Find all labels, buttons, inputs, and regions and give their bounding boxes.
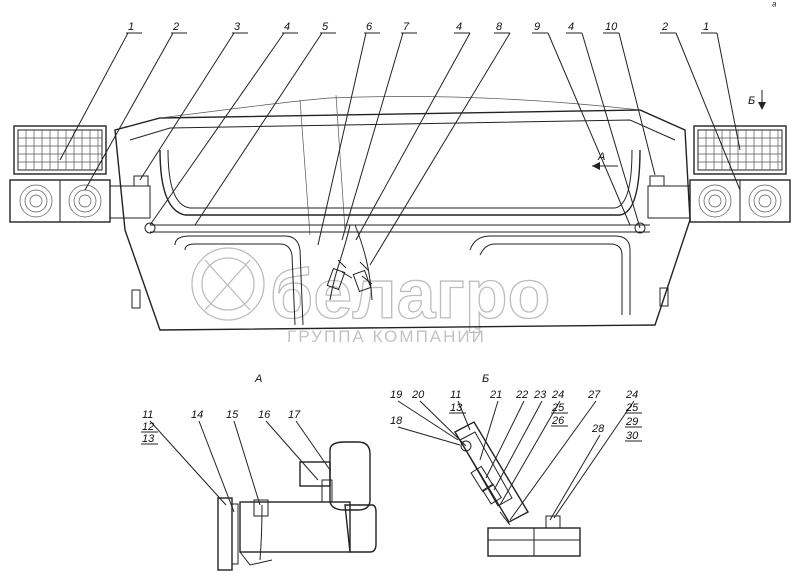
- callout-top-8-leader: [369, 32, 511, 266]
- top-callouts: 1 2 3 4 5 6 7 4 8 9 4 10 2 1: [59, 21, 741, 266]
- callout-top-3-leader: [149, 32, 285, 226]
- right-tail-lamp: [647, 175, 791, 223]
- callout-a-3-leader: [198, 420, 235, 513]
- callout-top-4-leader: [194, 32, 323, 226]
- callout-top-7-leader: [355, 32, 471, 241]
- callout-b-11: 27: [587, 389, 601, 401]
- callout-b-13: 24: [625, 389, 638, 401]
- callout-a-6: 17: [288, 409, 301, 421]
- wire-left: [329, 224, 351, 301]
- detail-a-view: [217, 441, 377, 571]
- callout-top-9: 9: [534, 21, 540, 33]
- callout-top-2: 3: [234, 21, 241, 33]
- callout-top-9-leader: [547, 32, 631, 226]
- callout-b-16: 30: [626, 430, 639, 442]
- callout-a-4-leader: [233, 420, 261, 506]
- left-work-lamp: [13, 125, 107, 175]
- callout-b-8-leader: [499, 400, 561, 506]
- callout-a-1: 12: [142, 421, 154, 433]
- callout-b-12-leader: [549, 434, 601, 521]
- callout-b-5: 21: [489, 389, 502, 401]
- watermark-subtitle: ГРУППА КОМПАНИЙ: [287, 327, 486, 346]
- callout-a-3: 14: [191, 409, 203, 421]
- callout-a-0-leader: [149, 420, 227, 506]
- callout-top-10: 4: [568, 21, 574, 33]
- watermark-brand: белагро: [270, 255, 550, 333]
- callout-top-11-leader: [618, 32, 656, 176]
- detail-b-title: Б: [482, 373, 489, 385]
- callout-top-13: 1: [703, 21, 709, 33]
- left-tail-lamp: [9, 175, 151, 223]
- right-work-lamp: [693, 125, 787, 175]
- callout-a-5-leader: [265, 420, 319, 481]
- callout-b-11-leader: [509, 400, 597, 521]
- callout-b-13-leader: [553, 400, 635, 519]
- callout-top-6: 7: [403, 21, 410, 33]
- callout-top-13-leader: [716, 32, 741, 151]
- callout-a-2: 13: [142, 433, 155, 445]
- callout-top-6-leader: [341, 32, 404, 241]
- callout-b-14: 25: [625, 402, 639, 414]
- callout-b-0-leader: [397, 400, 459, 441]
- callout-b-3: 13: [450, 402, 463, 414]
- callout-b-10: 26: [551, 415, 565, 427]
- callout-top-2-leader: [139, 32, 235, 181]
- callout-b-2: 11: [450, 389, 461, 401]
- callout-b-0: 19: [390, 389, 402, 401]
- callout-b-2-leader: [457, 400, 471, 431]
- rear-window: [159, 149, 641, 216]
- watermark-logo: белагро ГРУППА КОМПАНИЙ: [191, 247, 551, 346]
- callout-a-0: 11: [142, 409, 153, 421]
- callout-b-5-leader: [479, 400, 499, 461]
- cab-rear-view: А Б: [9, 90, 791, 331]
- callout-b-15: 29: [625, 416, 638, 428]
- callout-top-12: 2: [661, 21, 668, 33]
- callout-b-4-leader: [397, 426, 461, 446]
- callout-top-8: 8: [496, 21, 503, 33]
- callout-top-1: 2: [172, 21, 179, 33]
- callout-top-4: 5: [322, 21, 329, 33]
- callout-top-1-leader: [84, 32, 174, 191]
- callout-top-10-leader: [581, 32, 641, 229]
- callout-a-4: 15: [226, 409, 239, 421]
- callout-a-5: 16: [258, 409, 271, 421]
- callout-top-0: 1: [128, 21, 134, 33]
- callout-top-0-leader: [59, 32, 129, 161]
- callout-top-3: 4: [284, 21, 290, 33]
- detail-b-view: [454, 421, 581, 557]
- callout-top-7: 4: [456, 21, 462, 33]
- callout-top-5-leader: [317, 32, 367, 246]
- detail-a-title: А: [254, 373, 262, 385]
- callout-b-1: 20: [411, 389, 425, 401]
- corner-mark: ᵃ: [772, 0, 777, 12]
- callout-top-11: 10: [605, 21, 618, 33]
- callout-b-1-leader: [419, 400, 467, 447]
- callout-b-7: 23: [533, 389, 547, 401]
- view-b-arrow-label: Б: [748, 95, 755, 107]
- callout-a-6-leader: [295, 420, 331, 471]
- callout-top-5: 6: [366, 21, 373, 33]
- callout-b-4: 18: [390, 415, 403, 427]
- callout-b-12: 28: [591, 423, 605, 435]
- callout-b-8: 24: [551, 389, 564, 401]
- callout-b-6-leader: [485, 400, 525, 479]
- callout-top-12-leader: [675, 32, 741, 191]
- callout-b-7-leader: [493, 400, 543, 491]
- wire-right: [354, 224, 373, 301]
- callout-b-6: 22: [515, 389, 528, 401]
- callout-b-9: 25: [551, 402, 565, 414]
